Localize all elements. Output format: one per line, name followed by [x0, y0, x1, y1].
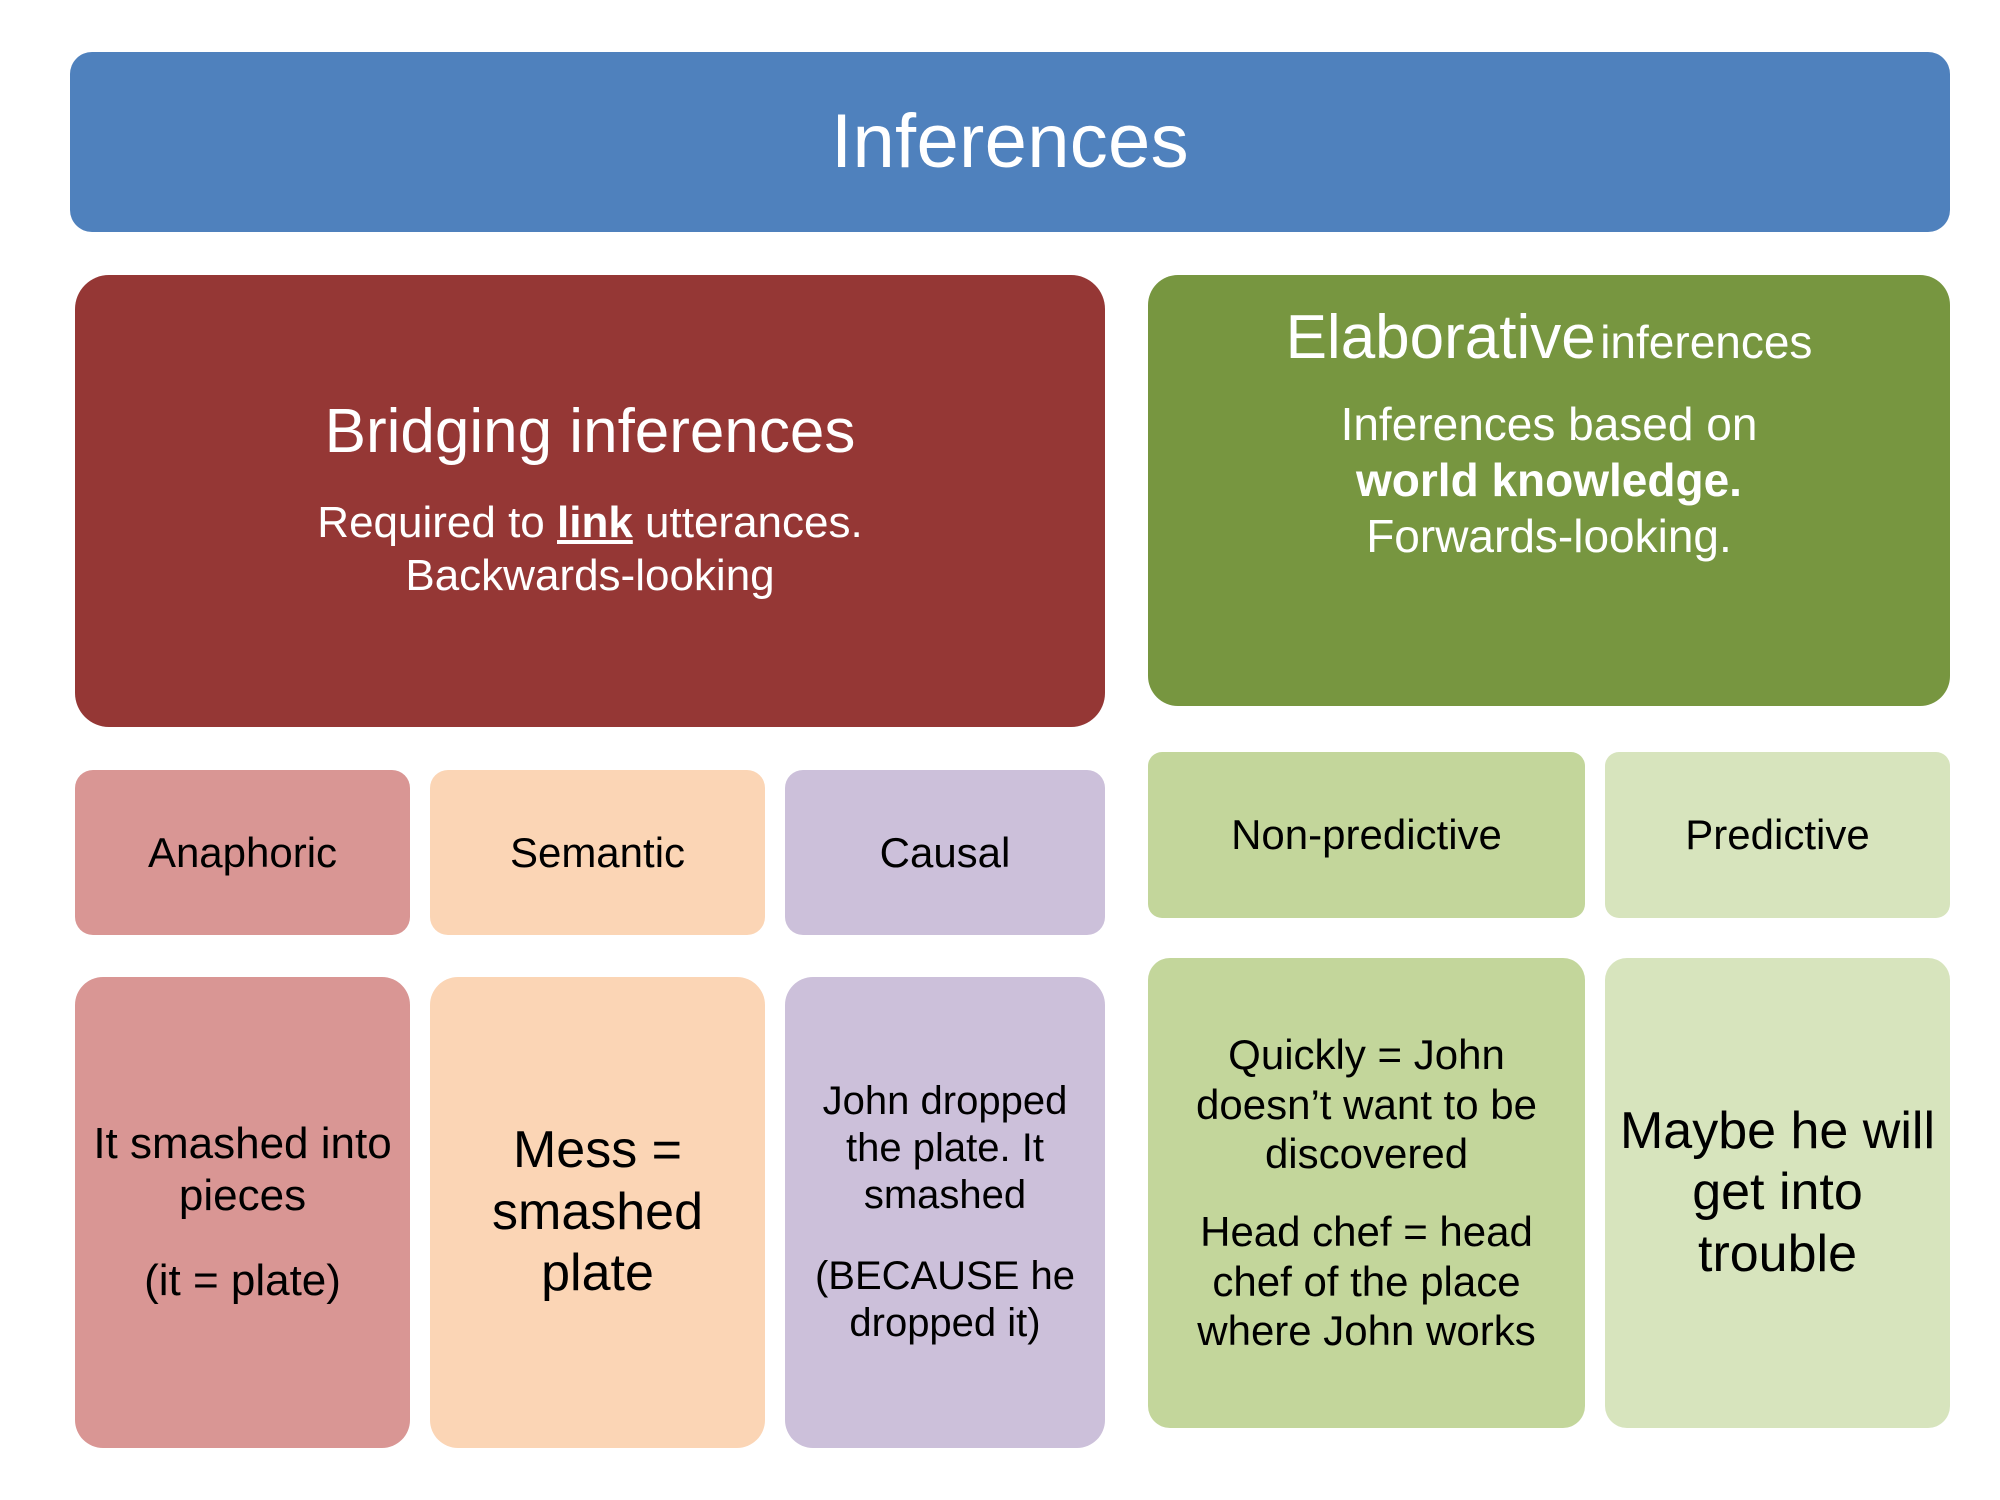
bridging-inferences-header: Bridging inferences Required to link utt… [75, 275, 1105, 727]
subcategory-causal[interactable]: Causal [785, 770, 1105, 935]
subcategory-non-predictive-label: Non-predictive [1231, 811, 1502, 859]
elaborative-desc-line3: Forwards-looking. [1366, 510, 1732, 563]
elaborative-desc-keyword: world knowledge. [1356, 454, 1742, 507]
slide-title-banner: Inferences [70, 52, 1950, 232]
example-predictive: Maybe he will get into trouble [1605, 958, 1950, 1428]
example-non-predictive-line1: Quickly = John doesn’t want to be discov… [1196, 1031, 1537, 1178]
example-anaphoric: It smashed into pieces (it = plate) [75, 977, 410, 1448]
bridging-heading: Bridging inferences [324, 396, 856, 466]
subcategory-semantic[interactable]: Semantic [430, 770, 765, 935]
elaborative-description: Inferences based on world knowledge. For… [1341, 396, 1758, 564]
elaborative-desc-line1: Inferences based on [1340, 398, 1758, 451]
example-causal: John dropped the plate. It smashed (BECA… [785, 977, 1105, 1448]
bridging-desc-line2: Backwards-looking [405, 551, 775, 601]
elaborative-heading-big: Elaborative [1285, 303, 1596, 372]
subcategory-causal-label: Causal [879, 828, 1011, 876]
example-causal-line2: (BECAUSE he dropped it) [814, 1254, 1076, 1346]
subcategory-semantic-label: Semantic [509, 828, 686, 876]
example-semantic: Mess = smashed plate [430, 977, 765, 1448]
bridging-desc-post: utterances. [632, 497, 863, 547]
elaborative-heading: Elaborative inferences [1286, 305, 1813, 370]
example-anaphoric-line2: (it = plate) [144, 1256, 341, 1306]
bridging-desc-keyword: link [557, 497, 633, 547]
example-predictive-line1: Maybe he will get into trouble [1619, 1101, 1936, 1283]
subcategory-non-predictive[interactable]: Non-predictive [1148, 752, 1585, 918]
subcategory-anaphoric-label: Anaphoric [147, 828, 338, 876]
subcategory-anaphoric[interactable]: Anaphoric [75, 770, 410, 935]
subcategory-predictive[interactable]: Predictive [1605, 752, 1950, 918]
example-non-predictive-line2: Head chef = head chef of the place where… [1197, 1208, 1536, 1355]
elaborative-heading-small: inferences [1600, 316, 1813, 368]
bridging-desc-pre: Required to [317, 497, 557, 547]
page-title: Inferences [831, 99, 1189, 184]
example-anaphoric-line1: It smashed into pieces [93, 1118, 392, 1220]
example-non-predictive: Quickly = John doesn’t want to be discov… [1148, 958, 1585, 1428]
bridging-description: Required to link utterances. Backwards-l… [317, 496, 862, 603]
subcategory-predictive-label: Predictive [1685, 811, 1870, 859]
example-semantic-line1: Mess = smashed plate [492, 1121, 703, 1303]
elaborative-inferences-header: Elaborative inferences Inferences based … [1148, 275, 1950, 706]
example-causal-line1: John dropped the plate. It smashed [822, 1078, 1068, 1217]
